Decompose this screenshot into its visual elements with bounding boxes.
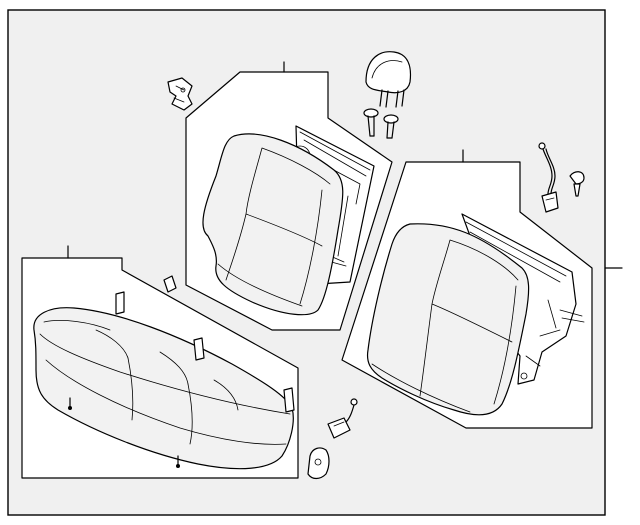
clip-icon bbox=[569, 171, 585, 197]
headrest-icon bbox=[365, 51, 412, 108]
clip-icon bbox=[163, 275, 177, 293]
headrest-guide-icon bbox=[383, 114, 399, 139]
seatback-icon bbox=[202, 125, 375, 316]
buckle-icon bbox=[327, 398, 358, 439]
hinge-cover-icon bbox=[307, 447, 330, 480]
bracket-icon bbox=[167, 77, 193, 111]
seatback-icon bbox=[366, 213, 585, 416]
seat-cushion-icon bbox=[33, 291, 295, 470]
wire-harness-icon bbox=[538, 142, 559, 213]
headrest-guide-icon bbox=[363, 108, 379, 137]
